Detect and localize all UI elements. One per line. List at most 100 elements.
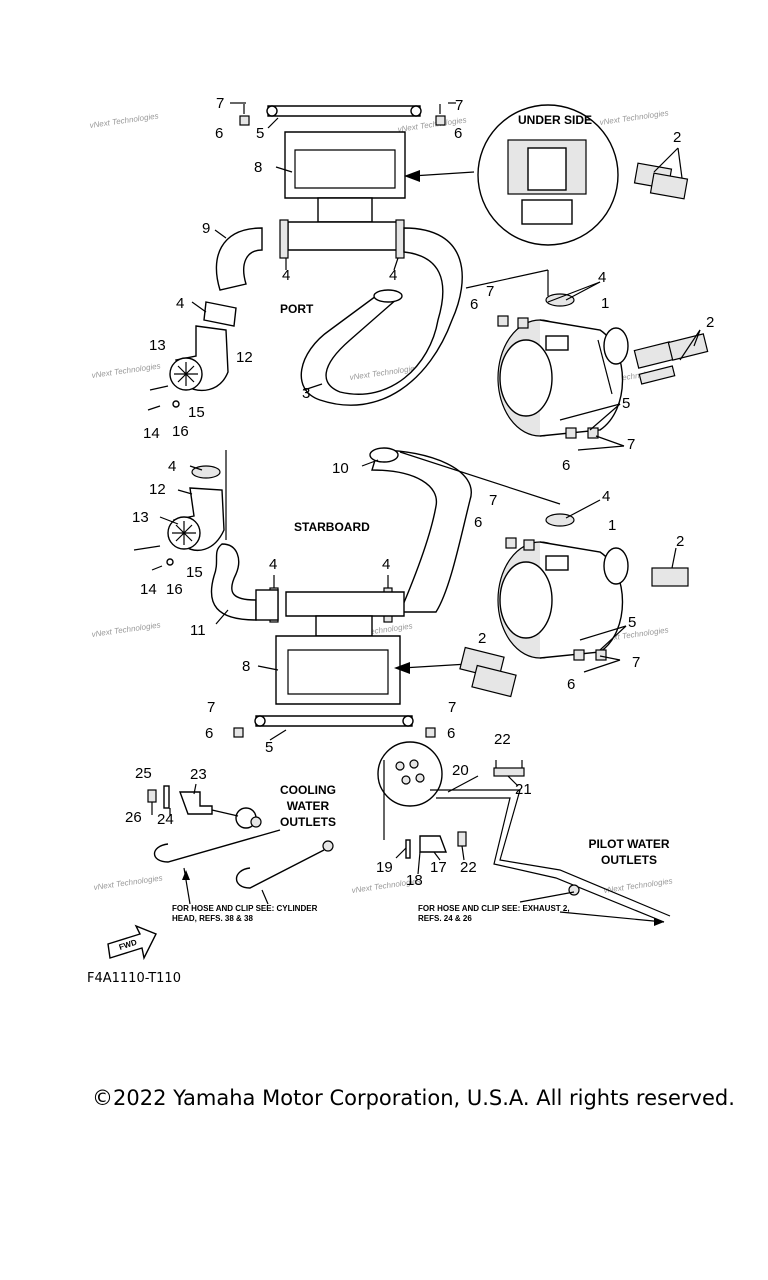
ref-9: 9	[202, 220, 210, 237]
ref-6: 6	[562, 457, 570, 474]
pilot-water-outlets-label: PILOT WATER OUTLETS	[588, 837, 670, 867]
pad-part	[649, 172, 689, 200]
nut-part	[233, 727, 244, 738]
ref-5: 5	[622, 395, 630, 412]
note-box: FOR HOSE AND CLIP SEE: EXHAUST 2, REFS. …	[418, 904, 570, 923]
starboard-label: STARBOARD	[294, 520, 370, 534]
arrow-icon	[404, 170, 420, 182]
ref-6: 6	[474, 514, 482, 531]
ref-7: 7	[627, 436, 635, 453]
hose-part	[210, 543, 257, 621]
ref-4: 4	[598, 269, 606, 286]
ref-2: 2	[478, 630, 486, 647]
ref-12: 12	[149, 481, 166, 498]
clamp-part	[395, 219, 405, 259]
ref-25: 25	[135, 765, 152, 782]
ref-4: 4	[382, 556, 390, 573]
ref-16: 16	[166, 581, 183, 598]
ref-5: 5	[265, 739, 273, 756]
copyright-text: ©2022 Yamaha Motor Corporation, U.S.A. A…	[92, 1086, 735, 1110]
under-side-label: UNDER SIDE	[518, 113, 592, 127]
ref-5: 5	[256, 125, 264, 142]
ref-6: 6	[215, 125, 223, 142]
hose-end	[373, 289, 403, 303]
ref-16: 16	[172, 423, 189, 440]
ref-4: 4	[282, 267, 290, 284]
diagram-code: F4A1110-T110	[87, 971, 181, 986]
detail-circle	[377, 741, 443, 807]
watermark: vNext Technologies	[599, 108, 669, 127]
ref-22: 22	[460, 859, 477, 876]
ref-14: 14	[143, 425, 160, 442]
ref-17: 17	[430, 859, 447, 876]
hose-end	[369, 447, 399, 463]
ref-21: 21	[515, 781, 532, 798]
ref-4: 4	[269, 556, 277, 573]
hose-part	[153, 829, 281, 863]
ref-8: 8	[254, 159, 262, 176]
ref-13: 13	[132, 509, 149, 526]
ref-18: 18	[406, 872, 423, 889]
ref-7: 7	[448, 699, 456, 716]
ref-6: 6	[470, 296, 478, 313]
ref-4: 4	[602, 488, 610, 505]
bracket-hole	[266, 105, 278, 117]
clip-part	[493, 767, 525, 777]
ref-4: 4	[176, 295, 184, 312]
water-outlets: FWD	[107, 741, 671, 961]
ref-12: 12	[236, 349, 253, 366]
note-exhaust: FOR HOSE AND CLIP SEE: EXHAUST 2, REFS. …	[418, 904, 570, 923]
ref-3: 3	[302, 385, 310, 402]
watermark: vNext Technologies	[91, 620, 161, 639]
silencer-box	[284, 131, 406, 199]
ref-7: 7	[216, 95, 224, 112]
ref-7: 7	[486, 283, 494, 300]
ref-6: 6	[447, 725, 455, 742]
ref-11: 11	[190, 622, 206, 639]
ref-5: 5	[628, 614, 636, 631]
ref-26: 26	[125, 809, 142, 826]
ref-10: 10	[332, 460, 349, 477]
ref-1: 1	[608, 517, 616, 534]
cooling-water-outlets-label: COOLING WATER OUTLETS	[280, 783, 336, 829]
ref-13: 13	[149, 337, 166, 354]
fwd-arrow-icon: FWD	[107, 924, 157, 961]
ref-23: 23	[190, 766, 207, 783]
ref-1: 1	[601, 295, 609, 312]
nut-part	[425, 727, 436, 738]
hose-part	[371, 449, 472, 613]
ref-20: 20	[452, 762, 469, 779]
ref-numbers: 7 7 6 6 5 8 9 4 4 4 3 13 12 15 14 16 2 4…	[125, 95, 714, 889]
fitting-part	[147, 789, 157, 803]
clamp-part	[545, 293, 575, 307]
ref-8: 8	[242, 658, 250, 675]
watermark: vNext Technologies	[89, 111, 159, 130]
ref-14: 14	[140, 581, 157, 598]
fitting-part	[179, 791, 213, 815]
ref-2: 2	[676, 533, 684, 550]
bracket-hole	[410, 105, 422, 117]
pad-part	[651, 567, 689, 587]
ref-7: 7	[455, 97, 463, 114]
pad-part	[633, 341, 675, 369]
ref-22: 22	[494, 731, 511, 748]
ref-4: 4	[168, 458, 176, 475]
ref-6: 6	[454, 125, 462, 142]
nut-part	[239, 115, 250, 126]
hose-part	[235, 849, 325, 889]
text-labels: UNDER SIDE PORT STARBOARD COOLING WATER …	[172, 113, 670, 923]
silencer-box	[275, 635, 401, 705]
ref-4: 4	[389, 267, 397, 284]
pad-part	[471, 664, 517, 698]
watermark: vNext Technologies	[93, 873, 163, 892]
port-label: PORT	[280, 302, 314, 316]
cooling-label-box: COOLING WATER OUTLETS	[280, 783, 336, 829]
note-cylinder-head: FOR HOSE AND CLIP SEE: CYLINDER HEAD, RE…	[172, 904, 318, 923]
ref-6: 6	[567, 676, 575, 693]
hose-part	[300, 227, 463, 406]
ref-19: 19	[376, 859, 393, 876]
ref-7: 7	[489, 492, 497, 509]
ref-15: 15	[186, 564, 203, 581]
ref-15: 15	[188, 404, 205, 421]
